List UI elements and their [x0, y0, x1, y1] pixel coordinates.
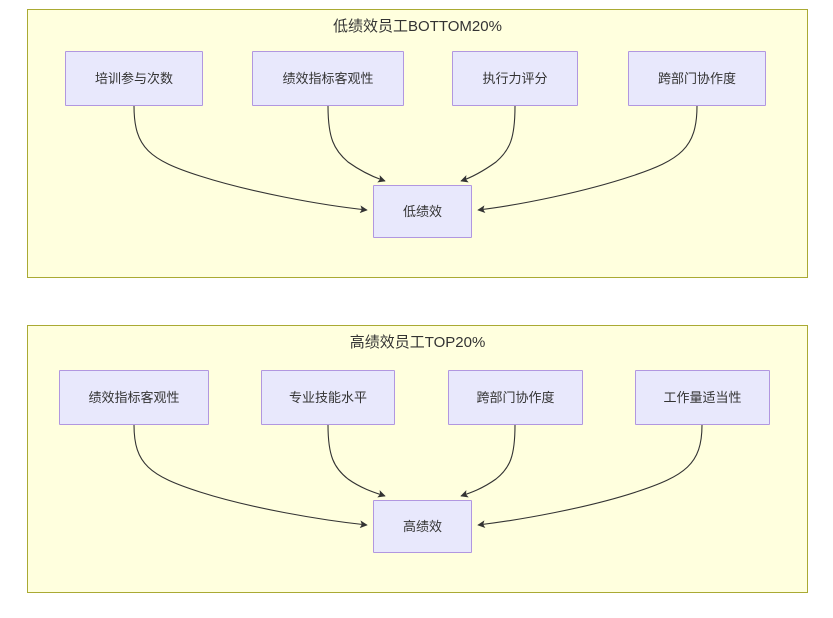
node-b2-label: 绩效指标客观性 [282, 70, 374, 86]
node-b1-label: 培训参与次数 [94, 70, 173, 86]
node-tt-label: 高绩效 [402, 518, 442, 534]
node-b3[interactable]: 执行力评分 [452, 51, 578, 106]
node-bt-low-performance[interactable]: 低绩效 [373, 185, 472, 238]
node-t2-label: 专业技能水平 [288, 389, 367, 405]
node-t4-label: 工作量适当性 [663, 389, 742, 405]
node-t1-label: 绩效指标客观性 [88, 389, 180, 405]
node-b3-label: 执行力评分 [482, 70, 548, 86]
subgraph-bottom20-title: 低绩效员工BOTTOM20% [333, 18, 502, 35]
node-tt-high-performance[interactable]: 高绩效 [373, 500, 472, 553]
node-t3-label: 跨部门协作度 [476, 389, 555, 405]
node-b1[interactable]: 培训参与次数 [65, 51, 203, 106]
node-t1[interactable]: 绩效指标客观性 [59, 370, 209, 425]
node-t2[interactable]: 专业技能水平 [261, 370, 395, 425]
node-bt-label: 低绩效 [402, 203, 442, 219]
node-b4-label: 跨部门协作度 [657, 70, 736, 86]
node-b4[interactable]: 跨部门协作度 [628, 51, 766, 106]
node-b2[interactable]: 绩效指标客观性 [252, 51, 404, 106]
subgraph-top20-title: 高绩效员工TOP20% [349, 334, 486, 351]
node-t4[interactable]: 工作量适当性 [635, 370, 770, 425]
node-t3[interactable]: 跨部门协作度 [448, 370, 583, 425]
